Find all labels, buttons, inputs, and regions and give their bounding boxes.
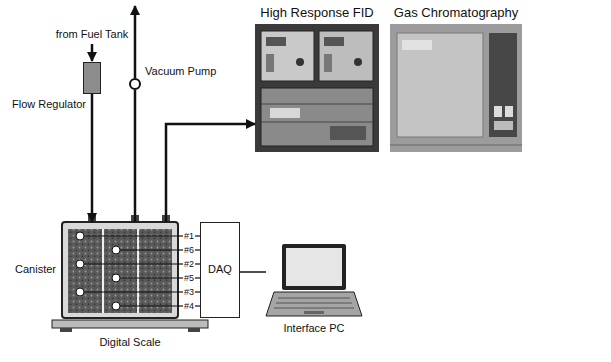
scale-illustration	[52, 320, 208, 332]
fid-photo	[255, 24, 379, 152]
laptop-illustration	[266, 244, 362, 316]
node-label: High Response FID	[260, 5, 373, 21]
vacuum-line	[134, 90, 137, 222]
node-label: DAQ	[208, 263, 232, 276]
node-label: Interface PC	[283, 322, 344, 335]
interface-pc: Interface PC	[266, 244, 362, 318]
feed-arrow	[91, 44, 94, 61]
wire-number: #4	[183, 301, 195, 312]
node-label: Digital Scale	[99, 336, 160, 349]
wire-number: #2	[183, 259, 195, 270]
gc-instrument: Gas Chromatography	[390, 24, 522, 152]
source-label: from Fuel Tank	[56, 28, 129, 41]
flow-regulator: Flow Regulator	[83, 62, 101, 94]
node-label: Canister	[15, 263, 56, 276]
fid-instrument: High Response FID	[255, 24, 379, 152]
exhaust-arrow	[134, 6, 137, 78]
daq-box: DAQ	[200, 222, 240, 318]
node-label: Gas Chromatography	[394, 5, 518, 21]
vacuum-pump: Vacuum Pump	[129, 78, 141, 90]
wire-number: #6	[183, 245, 195, 256]
wire-number: #1	[183, 231, 195, 242]
canister: Canister	[62, 222, 178, 318]
digital-scale: Digital Scale	[52, 320, 208, 332]
wire-number: #5	[183, 273, 195, 284]
canister-illustration	[62, 215, 178, 318]
sample-line	[166, 124, 255, 222]
node-label: Vacuum Pump	[145, 65, 216, 78]
feed-line	[91, 94, 94, 222]
data-cable	[240, 271, 266, 273]
node-label: Flow Regulator	[12, 98, 86, 111]
gc-photo	[390, 24, 522, 152]
wire-number: #3	[183, 287, 195, 298]
